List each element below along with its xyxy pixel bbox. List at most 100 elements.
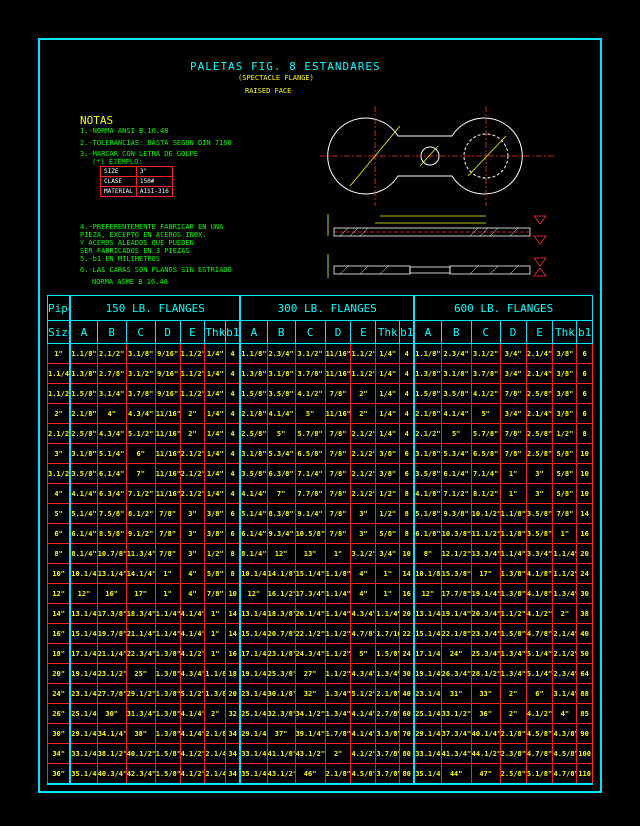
dimension-cell: 2"	[350, 383, 377, 404]
dimension-cell: 3.1/8"	[125, 343, 156, 364]
dimension-cell: 11/16"	[324, 343, 352, 364]
dimension-cell: 7/8"	[324, 523, 352, 544]
dimension-cell: 1.3/8"	[154, 643, 181, 664]
dimension-cell: 2.5/8"	[69, 423, 98, 444]
dimension-cell: 85	[576, 703, 593, 724]
dimension-cell: 1/4"	[204, 403, 227, 424]
dimension-cell: 25.3/4"	[470, 643, 501, 664]
dimension-cell: 4.7/8"	[525, 623, 554, 644]
example-key: CLASE	[100, 176, 137, 187]
dimension-cell: 10.1/8"	[413, 563, 442, 584]
dimension-cell: 14	[576, 503, 593, 524]
table-row: 1.1/4"1.3/8"2.7/8"3.1/2"9/16"1.1/2"1/4"4…	[47, 363, 593, 384]
dimension-cell: 6	[576, 383, 593, 404]
dimension-cell: 5.1/2"	[179, 683, 206, 704]
dimension-cell: 27.7/8"	[96, 683, 127, 704]
dimension-cell: 2.1/8"	[204, 723, 227, 744]
dimension-cell: 4.1/4"	[179, 603, 206, 624]
column-header: D	[324, 320, 352, 344]
dimension-cell: 40	[399, 683, 415, 704]
dimension-cell: 22.1/8"	[440, 623, 472, 644]
dimension-cell: 19.1/4"	[470, 583, 501, 604]
dimension-cell: 1.1/4"	[552, 543, 578, 564]
dimension-cell: 11/16"	[324, 363, 352, 384]
column-header: D	[154, 320, 181, 344]
dimension-cell: 3"	[525, 463, 554, 484]
dimension-cell: 2"	[499, 703, 527, 724]
dimension-cell: 1.1/4"	[375, 603, 401, 624]
dimension-cell: 37"	[266, 723, 296, 744]
dimension-cell: 1"	[204, 603, 227, 624]
dimension-cell: 2.1/2"	[179, 443, 206, 464]
pipe-size-cell: 18"	[47, 643, 71, 664]
dimension-cell: 6	[576, 403, 593, 424]
dimension-cell: 35.1/4"	[239, 763, 268, 785]
dimension-cell: 18.3/4"	[125, 603, 156, 624]
dimension-cell: 2.5/8"	[499, 763, 527, 785]
dimension-cell: 10	[399, 543, 415, 564]
table-row: 18"17.1/4"21.1/4"22.3/4"1.3/8"4.1/2"1"16…	[47, 643, 593, 664]
dimension-cell: 2.1/4"	[525, 403, 554, 424]
dimension-cell: 2.1/4"	[525, 363, 554, 384]
table-row: 26"25.1/4"30"31.3/4"1.3/8"4.1/4"2"3225.1…	[47, 703, 593, 724]
dimension-cell: 4.5/8"	[525, 723, 554, 744]
note-5: 5.-b1 EN MILIMETROS	[80, 255, 161, 263]
dimension-cell: 8.1/4"	[239, 543, 268, 564]
dimension-cell: 10.3/8"	[440, 523, 472, 544]
dimension-cell: 31"	[440, 683, 472, 704]
dimension-cell: 20	[225, 683, 241, 704]
dimension-cell: 23.1/2"	[96, 663, 127, 684]
dimension-cell: 8	[225, 563, 241, 584]
dimension-cell: 8	[225, 543, 241, 564]
dimension-cell: 2.1/4"	[552, 623, 578, 644]
dimension-cell: 17.3/4"	[294, 583, 326, 604]
pipe-size-cell: 2.1/2"	[47, 423, 71, 444]
group-150: 150 LB. FLANGES	[69, 295, 241, 321]
dimension-cell: 3.7/8"	[375, 763, 401, 785]
dimension-cell: 29.1/2"	[125, 683, 156, 704]
dimension-cell: 40.3/4"	[96, 763, 127, 785]
dimension-cell: 4.1/4"	[440, 403, 472, 424]
note-6: 6.-LAS CARAS SON PLANOS SIN ESTRIADO	[80, 266, 232, 274]
pipe-size-cell: 36"	[47, 763, 71, 785]
dimension-cell: 10.1/4"	[69, 563, 98, 584]
dimension-cell: 3.1/8"	[413, 443, 442, 464]
dimension-cell: 1"	[204, 623, 227, 644]
dimension-cell: 9/16"	[154, 343, 181, 364]
dimension-cell: 37.3/4"	[440, 723, 472, 744]
dimension-cell: 7/8"	[154, 523, 181, 544]
dimension-cell: 4	[399, 383, 415, 404]
dimension-cell: 19.1/4"	[413, 663, 442, 684]
dimension-cell: 4.1/8"	[413, 483, 442, 504]
dimension-cell: 4.1/2"	[179, 643, 206, 664]
pipe-size-cell: 1.1/4"	[47, 363, 71, 384]
dimension-cell: 13.1/4"	[96, 563, 127, 584]
dimension-cell: 3.5/8"	[69, 463, 98, 484]
dimension-cell: 50	[576, 643, 593, 664]
dimension-cell: 17.1/4"	[69, 643, 98, 664]
dimension-cell: 1.3/4"	[552, 583, 578, 604]
dimension-cell: 2.1/8"	[239, 403, 268, 424]
dimension-cell: 8.1/2"	[125, 503, 156, 524]
hatching	[339, 227, 519, 275]
dimension-cell: 8	[399, 523, 415, 544]
note-4-line: Y ACEROS ALEADOS QUE PUEDEN	[80, 239, 194, 247]
note-6-standard: NORMA ASME B 16.48	[92, 278, 168, 286]
dimension-cell: 2"	[324, 743, 352, 764]
dimension-cell: 3.5/8"	[525, 523, 554, 544]
dimension-cell: 8.1/2"	[470, 483, 501, 504]
column-header: D	[499, 320, 527, 344]
dimension-cell: 4.1/8"	[525, 563, 554, 584]
table-row: 2.1/2"2.5/8"4.3/4"5.1/2"11/16"2"1/4"42.5…	[47, 423, 593, 444]
dimension-cell: 7/8"	[154, 543, 181, 564]
dimension-cell: 10.7/8"	[96, 543, 127, 564]
dimension-cell: 7.1/2"	[440, 483, 472, 504]
dimension-cell: 3.1/2"	[470, 343, 501, 364]
dimension-cell: 8.5/8"	[96, 523, 127, 544]
dimension-cell: 33.1/4"	[413, 743, 442, 764]
dimension-cell: 7/8"	[324, 503, 352, 524]
dimension-cell: 34	[225, 723, 241, 744]
